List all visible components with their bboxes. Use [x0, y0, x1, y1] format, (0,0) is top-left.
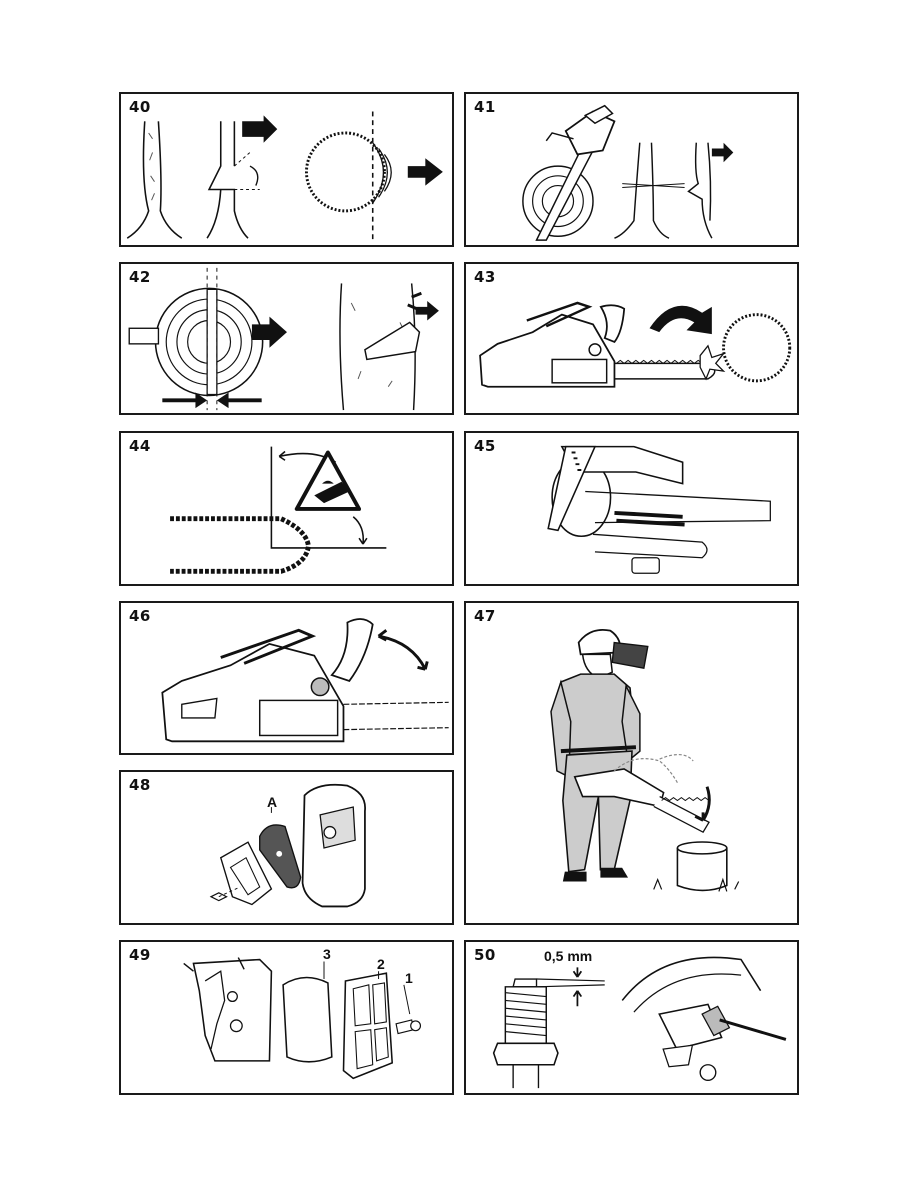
operator-stance-illustration [466, 603, 797, 923]
air-filter-illustration [121, 942, 452, 1093]
figure-number: 41 [474, 98, 496, 116]
felling-notch-illustration [121, 94, 452, 245]
figure-number: 46 [129, 607, 151, 625]
figure-47-operator-stance: 47 [464, 601, 799, 925]
chain-brake-lever-illustration [121, 603, 452, 753]
figure-41-back-cut: 41 [464, 92, 799, 247]
figure-number: 48 [129, 776, 151, 794]
figure-number: 42 [129, 268, 151, 286]
figure-number: 50 [474, 946, 496, 964]
callout-2-filter-cover: 2 [377, 956, 385, 972]
figure-44-kickback-warning: 44 [119, 431, 454, 586]
figure-number: 40 [129, 98, 151, 116]
wedge-felling-illustration [121, 264, 452, 413]
kickback-warning-illustration [121, 433, 452, 584]
figure-43-kickback-zone: 43 [464, 262, 799, 415]
figure-40-felling-notch: 40 [119, 92, 454, 247]
electrode-gap-label: 0,5 mm [544, 948, 592, 964]
figure-46-chain-brake-lever: 46 [119, 601, 454, 755]
callout-3-filter: 3 [323, 946, 331, 962]
figure-number: 49 [129, 946, 151, 964]
chain-brake-cleaning-illustration [466, 433, 797, 584]
figure-50-spark-plug: 50 0,5 mm [464, 940, 799, 1095]
kickback-zone-illustration [466, 264, 797, 413]
back-cut-illustration [466, 94, 797, 245]
figure-45-chain-brake-cleaning: 45 [464, 431, 799, 586]
figure-49-air-filter: 49 3 2 1 [119, 940, 454, 1095]
muffler-assembly-illustration [121, 772, 452, 923]
callout-1-screw: 1 [405, 970, 413, 986]
callout-a: A [267, 794, 277, 810]
figure-48-muffler-assembly: 48 A [119, 770, 454, 925]
figure-number: 47 [474, 607, 496, 625]
spark-plug-illustration [466, 942, 797, 1093]
figure-number: 45 [474, 437, 496, 455]
figure-number: 44 [129, 437, 151, 455]
figure-number: 43 [474, 268, 496, 286]
figure-42-wedge-felling: 42 [119, 262, 454, 415]
